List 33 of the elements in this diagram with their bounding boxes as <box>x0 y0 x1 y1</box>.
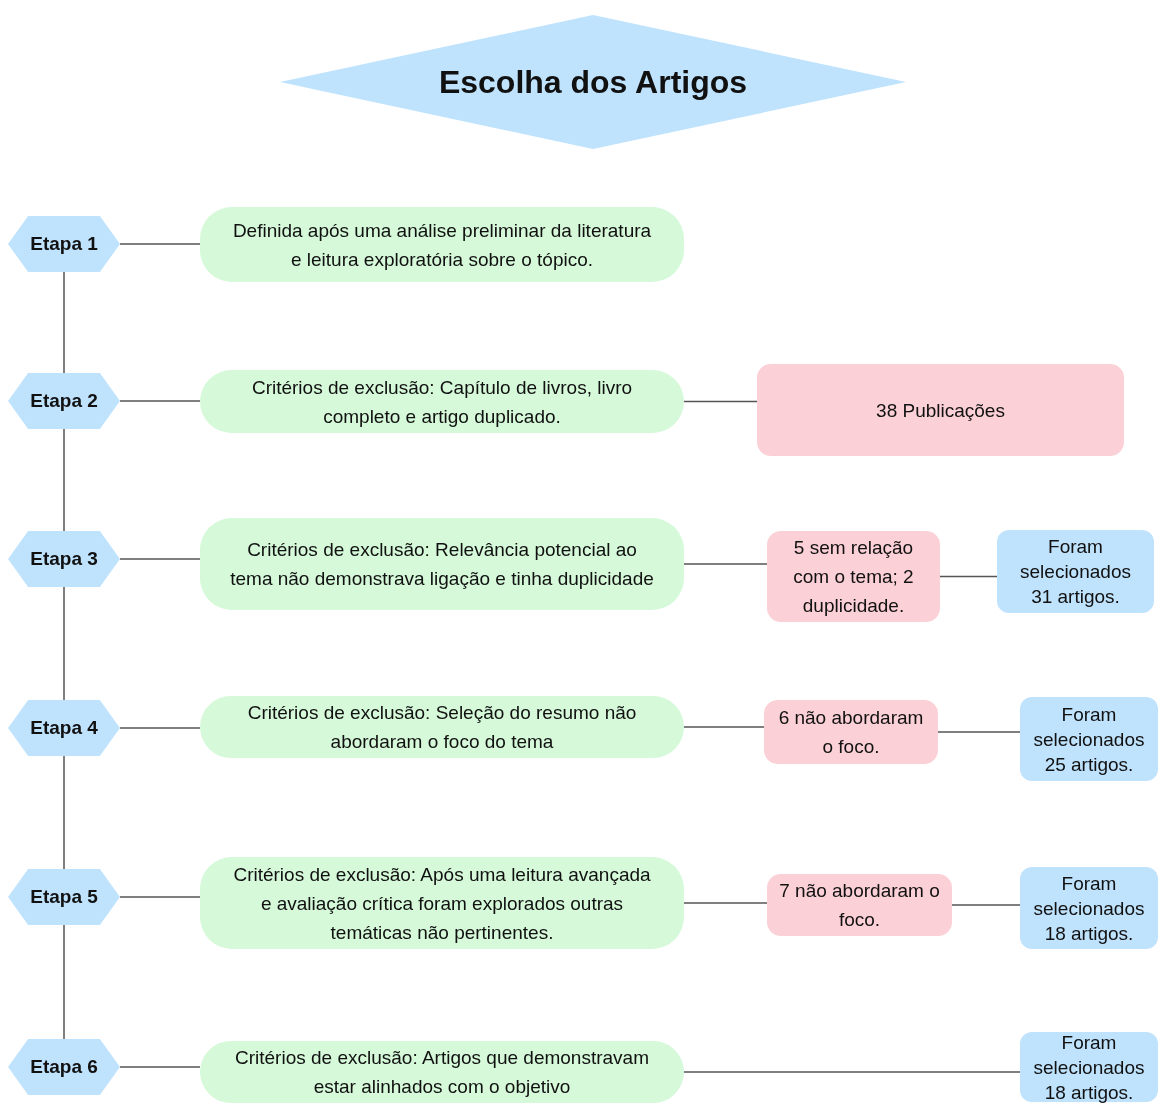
criteria-box: Critérios de exclusão: Seleção do resumo não abordaram o foco do tema <box>200 696 684 758</box>
result-box: Foram selecionados 25 artigos. <box>1020 697 1158 781</box>
connector-line <box>63 586 65 701</box>
result-box: Foram selecionados 18 artigos. <box>1020 1032 1158 1102</box>
connector-line <box>683 1071 1021 1073</box>
connector-line <box>63 755 65 870</box>
connector-line <box>119 558 201 560</box>
connector-line <box>119 727 201 729</box>
connector-line <box>119 400 201 402</box>
criteria-box: Definida após uma análise preliminar da literatura e leitura exploratória sobre o tópico. <box>200 207 684 282</box>
connector-line <box>119 243 201 245</box>
connector-line <box>63 924 65 1040</box>
exclusion-box: 7 não abordaram o foco. <box>767 874 952 936</box>
connector-line <box>939 575 998 578</box>
criteria-box: Critérios de exclusão: Artigos que demonstravam estar alinhados com o objetivo <box>200 1041 684 1103</box>
criteria-box: Critérios de exclusão: Relevância potencial ao tema não demonstrava ligação e tinha duplicidade <box>200 518 684 610</box>
connector-line <box>937 731 1021 733</box>
exclusion-box: 6 não abordaram o foco. <box>764 700 938 764</box>
connector-line <box>683 726 765 728</box>
connector-line <box>63 428 65 532</box>
connector-line <box>683 902 768 904</box>
connector-line <box>119 1066 201 1068</box>
criteria-box: Critérios de exclusão: Após uma leitura avançada e avaliação crítica foram explorados outras temáticas não pertinentes. <box>200 857 684 949</box>
connector-line <box>683 563 768 565</box>
connector-line <box>119 896 201 898</box>
result-box: Foram selecionados 31 artigos. <box>997 530 1154 613</box>
criteria-box: Critérios de exclusão: Capítulo de livros, livro completo e artigo duplicado. <box>200 370 684 433</box>
connector-line <box>683 400 758 403</box>
exclusion-box: 5 sem relação com o tema; 2 duplicidade. <box>767 531 940 622</box>
result-box: Foram selecionados 18 artigos. <box>1020 867 1158 949</box>
exclusion-box: 38 Publicações <box>757 364 1124 456</box>
connector-line <box>63 271 65 374</box>
connector-line <box>951 904 1021 906</box>
